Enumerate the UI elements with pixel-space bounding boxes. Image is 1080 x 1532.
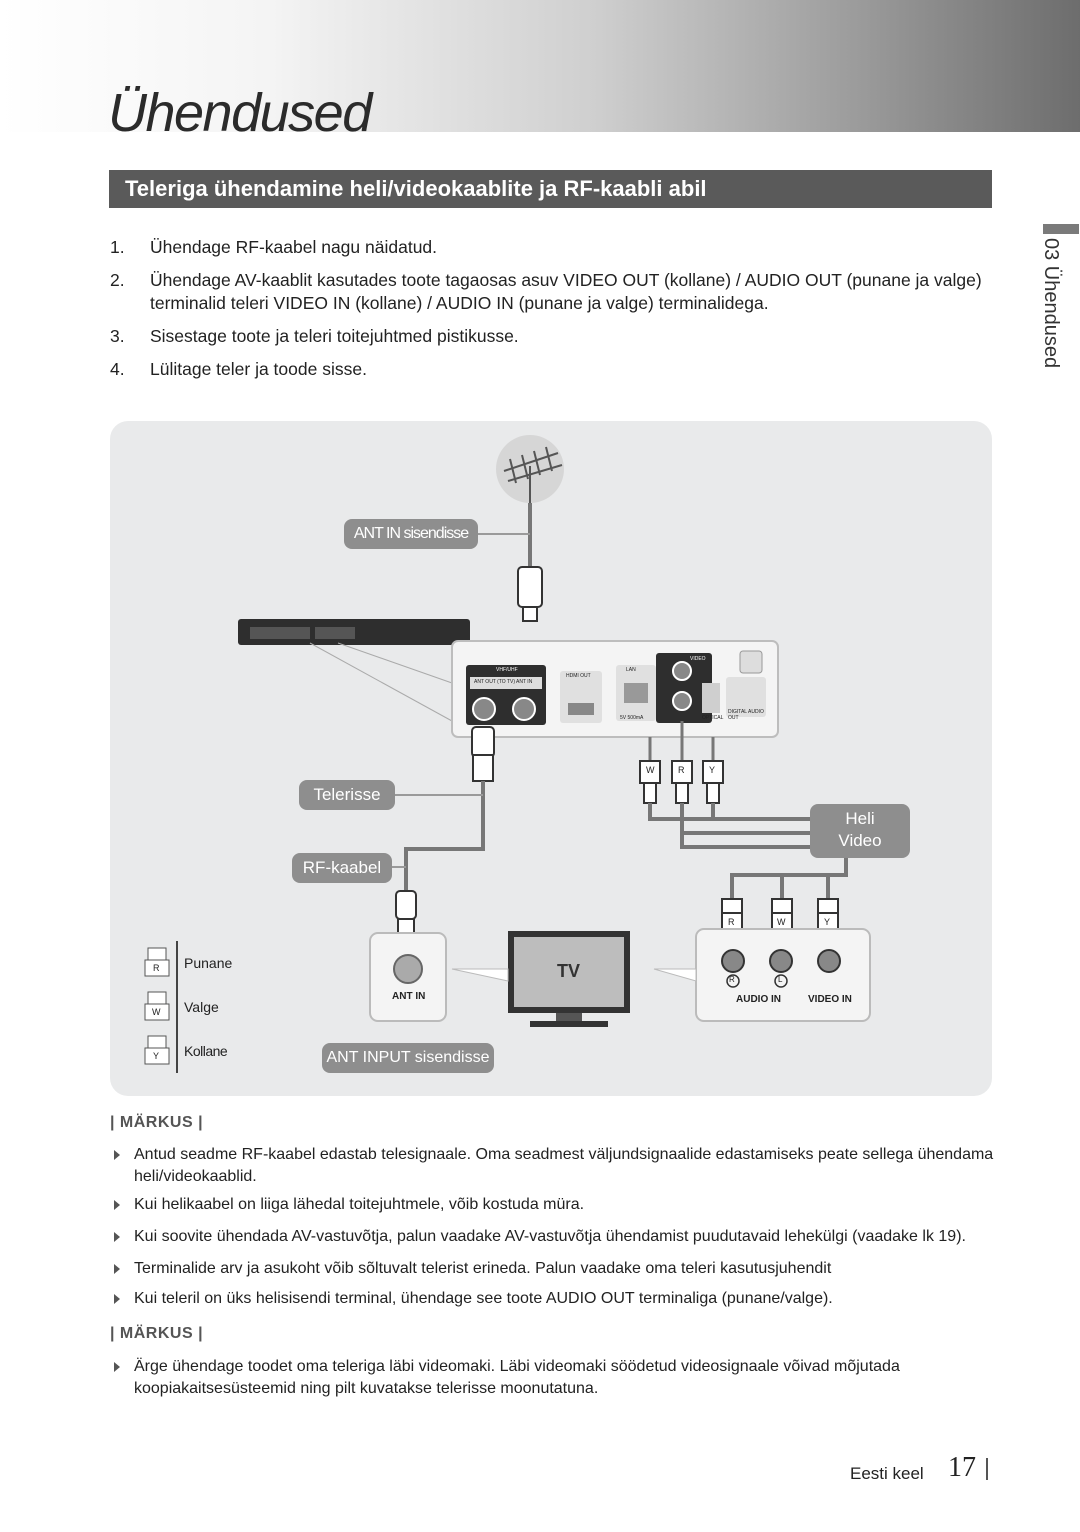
step-item: 1. Ühendage RF-kaabel nagu näidatud. (110, 236, 990, 259)
page-number: 17 (948, 1452, 976, 1483)
panel-optical-text: OPTICAL (702, 715, 724, 721)
av-out-jacks (656, 653, 712, 723)
legend-label-white: Valge (184, 999, 219, 1015)
rf-plug-top (517, 566, 543, 608)
plug-r-top: R (678, 765, 685, 775)
header-band (0, 0, 1080, 132)
panel-lan-text: LAN (626, 667, 636, 673)
note-text: Terminalide arv ja asukoht võib sõltuval… (134, 1260, 832, 1277)
legend-label-yellow: Kollane (184, 1043, 228, 1059)
page-title: Ühendused (108, 83, 372, 143)
plug-w-bottom: W (777, 917, 786, 927)
step-item: 2. Ühendage AV-kaablit kasutades toote t… (110, 269, 990, 315)
ant-input-label: ANT INPUT sisendisse (322, 1043, 494, 1073)
plug-w-top: W (646, 765, 655, 775)
note-item: Kui helikaabel on liiga lähedal toitejuh… (114, 1194, 1004, 1216)
legend-code-r: R (153, 963, 160, 973)
plug-r-bottom: R (728, 917, 735, 927)
panel-vhf-text: VHF/UHF (496, 667, 518, 673)
plug-y-bottom: Y (824, 917, 831, 927)
bullet-arrow-icon (114, 1150, 120, 1160)
notes-heading: | MÄRKUS | (110, 1114, 204, 1131)
panel-dc-text: 5V 500mA (620, 715, 644, 721)
bullet-arrow-icon (114, 1294, 120, 1304)
note-text: Kui helikaabel on liiga lähedal toitejuh… (134, 1196, 585, 1213)
legend-code-w: W (152, 1007, 161, 1017)
note-text: Kui soovite ühendada AV-vastuvõtja, palu… (134, 1228, 966, 1245)
section-bar: Teleriga ühendamine heli/videokaablite j… (109, 170, 992, 208)
tv-ant-in-text: ANT IN (392, 991, 426, 1002)
telerisse-label: Telerisse (299, 780, 395, 810)
bullet-arrow-icon (114, 1264, 120, 1274)
tv-video-in-text: VIDEO IN (808, 994, 852, 1005)
side-tab-label: 03 Ühendused (1040, 238, 1062, 369)
footer-language: Eesti keel (850, 1464, 924, 1483)
legend-plug-icons (144, 947, 170, 1065)
note-item: Kui teleril on üks helisisendi terminal,… (114, 1288, 1004, 1310)
step-text: Ühendage AV-kaablit kasutades toote taga… (150, 270, 982, 313)
step-text: Ühendage RF-kaabel nagu näidatud. (150, 237, 438, 257)
tv-audio-in-text: AUDIO IN (736, 994, 781, 1005)
heli-label: Heli (845, 809, 875, 828)
side-tab-marker (1043, 224, 1079, 234)
step-number: 4. (110, 359, 125, 379)
bullet-arrow-icon (114, 1200, 120, 1210)
note-item: Antud seadme RF-kaabel edastab telesigna… (114, 1144, 1004, 1188)
rf-cable-label: RF-kaabel (292, 853, 392, 883)
plug-y-top: Y (709, 765, 716, 775)
bullet-arrow-icon (114, 1362, 120, 1372)
panel-video-text: VIDEO (690, 656, 706, 662)
optical-port (726, 677, 766, 717)
step-number: 1. (110, 237, 125, 257)
ant-in-label: ANT IN sisendisse (344, 519, 478, 549)
legend-label-red: Punane (184, 955, 233, 971)
tv-r-text: R (729, 975, 735, 984)
notes-heading: | MÄRKUS | (110, 1325, 204, 1342)
panel-digital-text: DIGITAL AUDIO OUT (728, 709, 764, 721)
video-label: Video (838, 831, 882, 850)
panel-ant-in-text: ANT IN (516, 679, 533, 685)
note-item: Terminalide arv ja asukoht võib sõltuval… (114, 1258, 1004, 1280)
panel-hdmi-text: HDMI OUT (566, 673, 591, 679)
connection-diagram: ANT IN sisendisse Telerisse RF-kaabel He… (110, 421, 992, 1096)
note-item: Ärge ühendage toodet oma teleriga läbi v… (114, 1356, 1004, 1400)
heli-video-label: Heli Video (810, 804, 910, 858)
steps-list: 1. Ühendage RF-kaabel nagu näidatud. 2. … (110, 236, 990, 391)
step-number: 2. (110, 270, 125, 290)
bullet-arrow-icon (114, 1232, 120, 1242)
step-item: 3. Sisestage toote ja teleri toitejuhtme… (110, 325, 990, 348)
note-item: Kui soovite ühendada AV-vastuvõtja, palu… (114, 1226, 1004, 1248)
step-number: 3. (110, 326, 125, 346)
panel-ant-out-text: ANT OUT (TO TV) (474, 679, 516, 685)
step-text: Sisestage toote ja teleri toitejuhtmed p… (150, 326, 519, 346)
section-title: Teleriga ühendamine heli/videokaablite j… (125, 176, 707, 201)
step-item: 4. Lülitage teler ja toode sisse. (110, 358, 990, 381)
antenna-icon-lines (503, 446, 563, 503)
rca-plugs-top (639, 721, 724, 804)
diagram-artwork (144, 435, 871, 1073)
legend-code-y: Y (153, 1051, 160, 1061)
note-text: Antud seadme RF-kaabel edastab telesigna… (134, 1146, 994, 1185)
note-text: Ärge ühendage toodet oma teleriga läbi v… (134, 1358, 900, 1397)
tv-l-text: L (778, 975, 783, 984)
step-text: Lülitage teler ja toode sisse. (150, 359, 367, 379)
rca-plugs-bottom (721, 898, 839, 932)
note-text: Kui teleril on üks helisisendi terminal,… (134, 1290, 833, 1307)
footer-divider (986, 1458, 988, 1480)
tv-label: TV (557, 961, 581, 981)
